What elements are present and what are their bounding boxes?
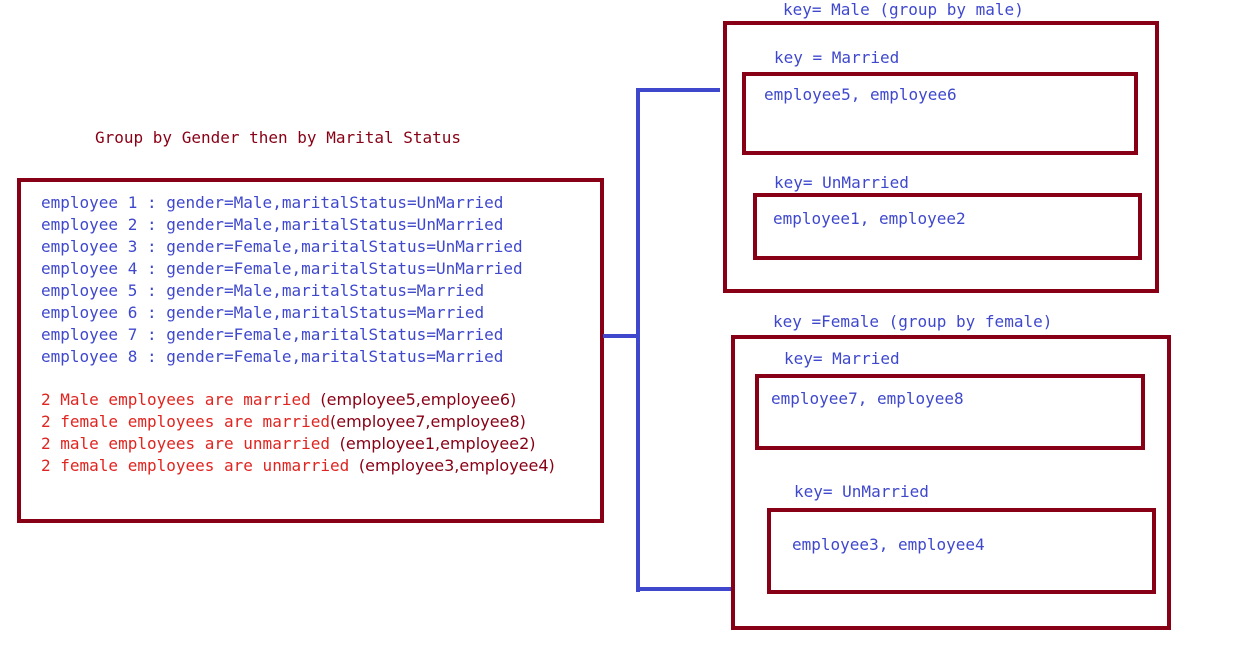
summary-text: 2 female employees are married [41,412,330,431]
female-unmarried-key: key= UnMarried [794,482,929,501]
summary-text: 2 male employees are unmarried [41,434,340,453]
summary-ids: (employee5,employee6) [320,390,517,409]
employee-line: employee 5 : gender=Male,maritalStatus=M… [41,281,485,300]
male-married-key: key = Married [774,48,900,67]
female-married-key: key= Married [784,349,900,368]
male-married-value: employee5, employee6 [764,85,957,104]
female-married-value: employee7, employee8 [771,389,964,408]
summary-line: 2 female employees are married(employee7… [41,411,555,433]
male-unmarried-key: key= UnMarried [774,173,909,192]
summary-line: 2 male employees are unmarried (employee… [41,433,555,455]
connector-male [636,88,720,92]
female-unmarried-box [767,508,1156,594]
summary-ids: (employee7,employee8) [329,412,526,431]
connector-main [603,334,638,338]
male-unmarried-value: employee1, employee2 [773,209,966,228]
employee-line: employee 1 : gender=Male,maritalStatus=U… [41,193,504,212]
employee-line: employee 2 : gender=Male,maritalStatus=U… [41,215,504,234]
female-unmarried-value: employee3, employee4 [792,535,985,554]
summary-ids: (employee3,employee4) [358,456,555,475]
connector-female [636,587,732,591]
summary-text: 2 Male employees are married [41,390,321,409]
male-married-box [742,72,1138,155]
male-unmarried-box [753,193,1142,260]
employee-line: employee 7 : gender=Female,maritalStatus… [41,325,504,344]
employee-line: employee 6 : gender=Male,maritalStatus=M… [41,303,485,322]
summary-line: 2 female employees are unmarried (employ… [41,455,555,477]
female-group-box [731,335,1171,630]
male-group-box [723,21,1159,293]
employee-list-box [17,178,604,523]
summary-ids: (employee1,employee2) [339,434,536,453]
summary-text: 2 female employees are unmarried [41,456,359,475]
diagram-title: Group by Gender then by Marital Status [95,128,462,147]
summary-list: 2 Male employees are married (employee5,… [41,389,555,477]
employee-list: employee 1 : gender=Male,maritalStatus=U… [41,192,523,368]
female-married-box [755,374,1145,450]
employee-line: employee 3 : gender=Female,maritalStatus… [41,237,523,256]
summary-line: 2 Male employees are married (employee5,… [41,389,555,411]
connector-vertical [636,88,640,592]
female-group-key: key =Female (group by female) [773,312,1053,331]
employee-line: employee 8 : gender=Female,maritalStatus… [41,347,504,366]
employee-line: employee 4 : gender=Female,maritalStatus… [41,259,523,278]
male-group-key: key= Male (group by male) [783,0,1024,19]
